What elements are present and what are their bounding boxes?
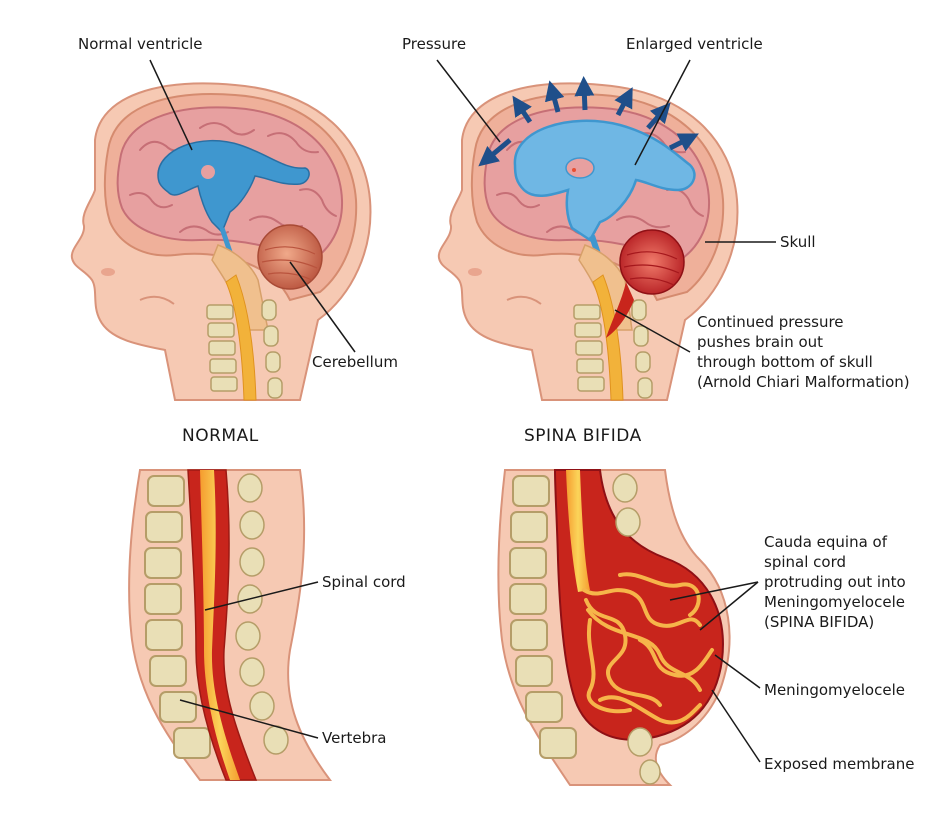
leader-spinal-cord <box>204 581 319 611</box>
label-continued-pressure: Continued pressure pushes brain out thro… <box>697 312 910 392</box>
label-vertebra: Vertebra <box>322 729 387 747</box>
spina-herniated-cerebellum <box>619 229 685 295</box>
label-continued-pressure-line-3: through bottom of skull <box>697 353 873 371</box>
normal-cerebellum <box>257 224 323 290</box>
label-cauda-equina-line-3: protruding out into <box>764 573 906 591</box>
panel-title-normal: NORMAL <box>182 426 259 446</box>
leader-vertebra <box>179 699 319 739</box>
pressure-arrows <box>478 76 699 167</box>
label-meningomyelocele: Meningomyelocele <box>764 681 905 699</box>
label-normal-ventricle: Normal ventricle <box>78 35 203 53</box>
leader-cerebellum <box>289 261 356 353</box>
panel-title-spina-bifida: SPINA BIFIDA <box>524 426 642 446</box>
leader-continued-pressure <box>614 309 691 353</box>
normal-spinal-cord-head <box>225 274 257 401</box>
normal-head-illustration <box>70 82 372 401</box>
label-cauda-equina-line-4: Meningomyelocele <box>764 593 905 611</box>
label-cauda-equina-line-2: spinal cord <box>764 553 846 571</box>
label-cauda-equina-line-5: (SPINA BIFIDA) <box>764 613 875 631</box>
leader-enlarged-ventricle <box>634 59 691 166</box>
spina-bifida-spine-illustration <box>497 469 731 786</box>
leader-cauda-2 <box>699 581 759 631</box>
spina-vertebral-bodies <box>509 475 577 759</box>
label-skull: Skull <box>780 233 816 251</box>
normal-ventricle-shape <box>157 140 310 234</box>
spina-herniation-tip <box>606 282 634 338</box>
label-continued-pressure-line-1: Continued pressure <box>697 313 844 331</box>
label-pressure: Pressure <box>402 35 467 53</box>
cauda-equina-strands <box>582 572 714 725</box>
label-enlarged-ventricle: Enlarged ventricle <box>626 35 763 53</box>
leader-lines <box>149 59 776 763</box>
spina-bifida-head-illustration <box>437 76 739 401</box>
spina-enlarged-ventricle-shape <box>513 119 696 242</box>
leader-exposed-membrane <box>711 689 761 763</box>
leader-cauda-1 <box>669 581 759 601</box>
spina-spinal-cord-head <box>592 274 624 401</box>
label-cerebellum: Cerebellum <box>312 353 398 371</box>
label-continued-pressure-line-4: (Arnold Chiari Malformation) <box>697 373 910 391</box>
normal-vertebral-bodies <box>144 475 211 759</box>
label-cauda-equina-line-1: Cauda equina of <box>764 533 888 551</box>
spina-neck-vertebrae <box>573 299 653 399</box>
label-exposed-membrane: Exposed membrane <box>764 755 915 773</box>
label-continued-pressure-line-2: pushes brain out <box>697 333 824 351</box>
leader-pressure <box>436 59 501 143</box>
label-spinal-cord: Spinal cord <box>322 573 406 591</box>
normal-spine-illustration <box>128 469 332 781</box>
normal-spinous-processes <box>235 473 289 755</box>
normal-spinal-cord <box>200 470 240 780</box>
spina-spinous-processes <box>612 473 661 785</box>
label-cauda-equina: Cauda equina of spinal cord protruding o… <box>764 532 906 632</box>
leader-normal-ventricle <box>149 59 193 151</box>
leader-meningomyelocele <box>714 654 761 689</box>
spina-spinal-cord <box>566 470 590 592</box>
normal-neck-vertebrae <box>206 299 283 399</box>
